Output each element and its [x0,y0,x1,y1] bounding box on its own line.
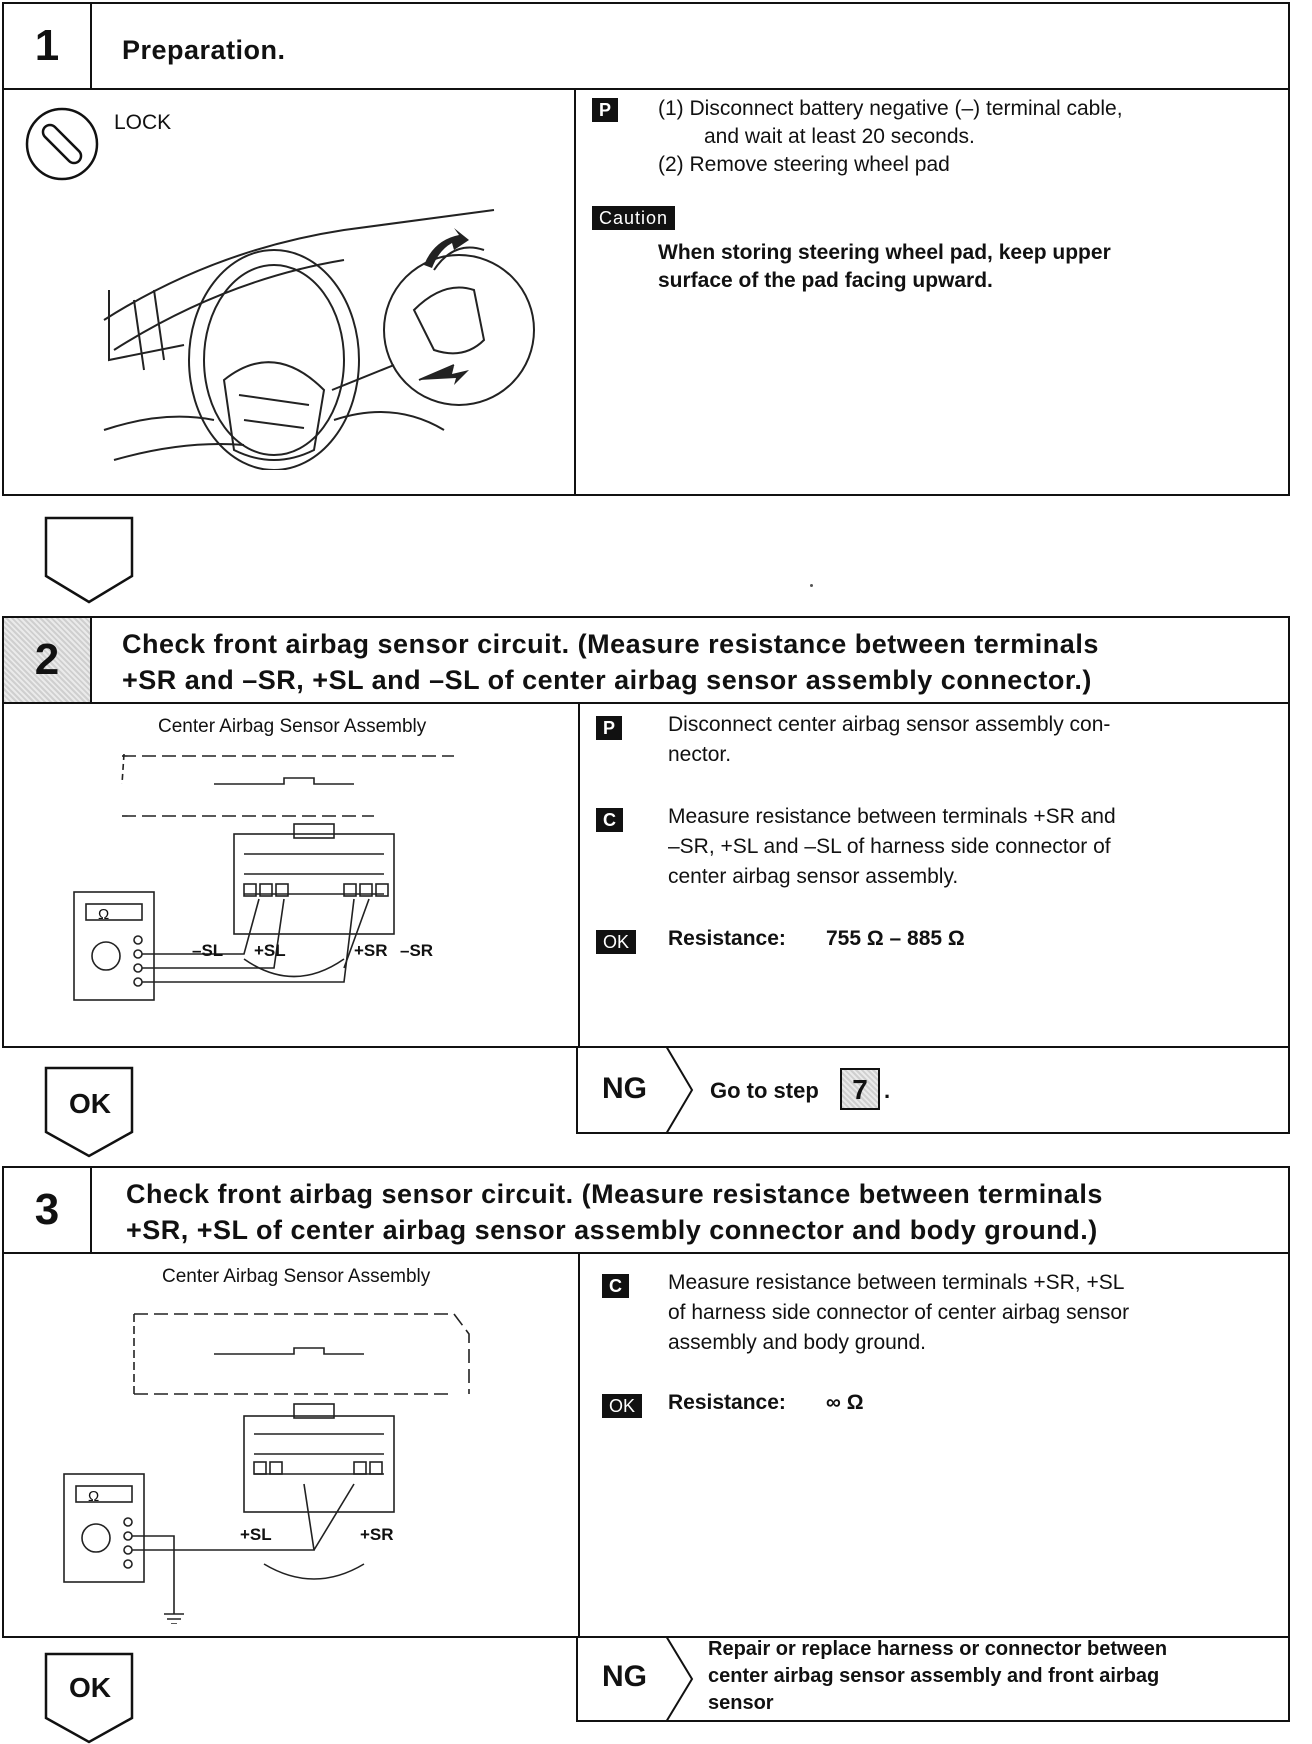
step2-ng-box: NG Go to step 7 . [576,1046,1290,1134]
ok-tag: OK [602,1394,643,1418]
step2-p-line-2: nector. [668,743,732,766]
lock-label: LOCK [114,111,172,134]
step3-ok-flag: OK [44,1652,136,1744]
step3-instructions: C Measure resistance between terminals +… [578,1254,1288,1636]
flow-arrow-empty [44,516,134,604]
step2-c-line-2: –SR, +SL and –SL of harness side connect… [668,835,1111,858]
step1-instructions: P (1) Disconnect battery negative (–) te… [574,90,1288,494]
label-minus-sr: –SR [400,941,434,960]
step2-resistance-value: 755 Ω – 885 Ω [826,927,965,950]
step3-resistance-label: Resistance: [668,1391,786,1414]
step3-ng-line-2: center airbag sensor assembly and front … [708,1665,1160,1687]
label-plus-sl: +SL [254,941,286,960]
lock-icon [25,107,99,181]
label-plus-sr: +SR [360,1525,394,1544]
step1-figure: LOCK [4,90,574,494]
step2-ng-text: Go to step [710,1078,819,1103]
step3-figure: Center Airbag Sensor Assembly [4,1254,578,1636]
step1-instruction-2: (2) Remove steering wheel pad [658,153,950,176]
procedure-tag: P [596,716,623,740]
step1-instruction-1b: and wait at least 20 seconds. [704,125,975,148]
step3-ng-box: NG Repair or replace harness or connecto… [576,1636,1290,1722]
step3-title-line-2: +SR, +SL of center airbag sensor assembl… [126,1215,1098,1245]
step3-ng-line-3: sensor [708,1692,774,1714]
step3-ng-line-1: Repair or replace harness or connector b… [708,1638,1168,1660]
step2-title-line-2: +SR and –SR, +SL and –SL of center airba… [122,665,1092,695]
step2-goto-step-box[interactable]: 7 [840,1068,880,1110]
label-plus-sl: +SL [240,1525,272,1544]
caution-tag: Caution [592,206,676,230]
label-plus-sr: +SR [354,941,388,960]
step2-c-line-1: Measure resistance between terminals +SR… [668,805,1116,828]
step2-title-line-1: Check front airbag sensor circuit. (Meas… [122,629,1099,659]
check-tag: C [596,808,623,832]
step3-body: Center Airbag Sensor Assembly [2,1252,1290,1638]
step2-body: Center Airbag Sensor Assembly [2,702,1290,1048]
step2-ng-label: NG [602,1072,647,1105]
ohmmeter-symbol: Ω [88,1488,100,1505]
caution-line-1: When storing steering wheel pad, keep up… [658,241,1111,264]
step3-c-line-2: of harness side connector of center airb… [668,1301,1130,1324]
label-minus-sl: –SL [192,941,224,960]
step2-header: 2 Check front airbag sensor circuit. (Me… [2,616,1290,704]
step2-resistance-label: Resistance: [668,927,786,950]
step2-ok-flag: OK [44,1066,136,1158]
step3-c-line-1: Measure resistance between terminals +SR… [668,1271,1125,1294]
caution-line-2: surface of the pad facing upward. [658,269,993,292]
ohmmeter-symbol: Ω [98,906,110,923]
procedure-tag: P [592,98,619,122]
step2-p-line-1: Disconnect center airbag sensor assembly… [668,713,1111,736]
step2-connector-diagram [73,753,454,1001]
ok-tag: OK [596,930,637,954]
step3-title-line-1: Check front airbag sensor circuit. (Meas… [126,1179,1103,1209]
step2-goto-step-number: 7 [852,1074,868,1105]
step3-number: 3 [4,1168,92,1252]
step1-body: LOCK [2,88,1290,496]
step2-ng-period: . [884,1078,891,1103]
step2-c-line-3: center airbag sensor assembly. [668,865,959,888]
step1-number: 1 [4,4,92,88]
step1-instruction-1: (1) Disconnect battery negative (–) term… [658,97,1123,120]
step2-figure-caption: Center Airbag Sensor Assembly [158,716,427,737]
step2-ok-label: OK [69,1088,111,1119]
step3-figure-caption: Center Airbag Sensor Assembly [162,1266,431,1287]
step3-connector-diagram [63,1313,470,1624]
steering-wheel-illustration [103,209,535,470]
step3-ng-label: NG [602,1660,647,1693]
step3-c-line-3: assembly and body ground. [668,1331,926,1354]
step2-figure: Center Airbag Sensor Assembly [4,704,578,1046]
step3-header: 3 Check front airbag sensor circuit. (Me… [2,1166,1290,1254]
step1-header: 1 Preparation. [2,2,1290,90]
step3-ok-label: OK [69,1672,111,1703]
step2-instructions: P Disconnect center airbag sensor assemb… [578,704,1288,1046]
check-tag: C [602,1274,629,1298]
step1-title: Preparation. [122,35,286,65]
step3-resistance-value: ∞ Ω [826,1391,864,1414]
step2-number: 2 [4,618,92,702]
